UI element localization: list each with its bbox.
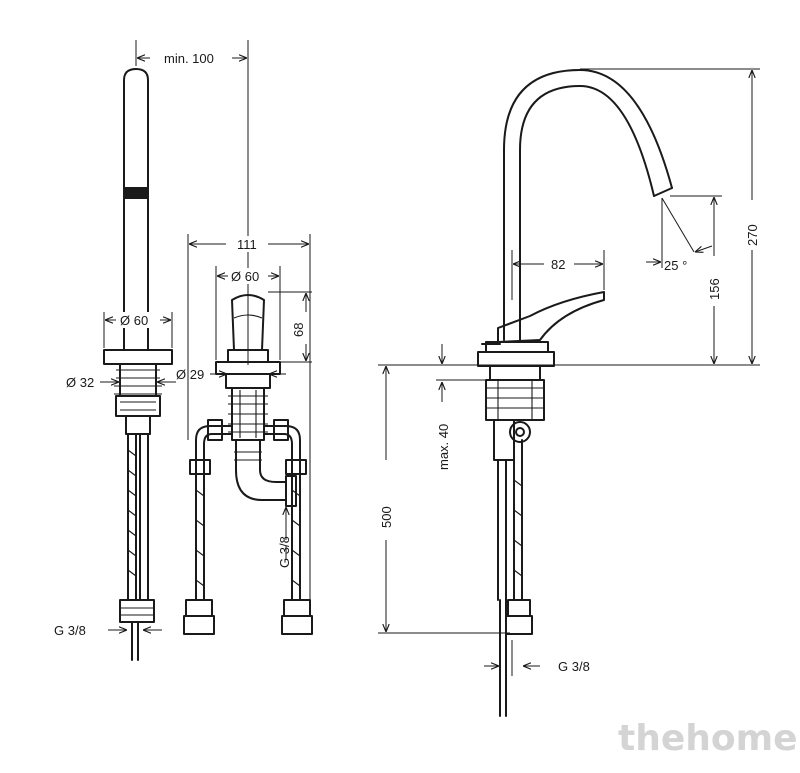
label-min-100: min. 100 (164, 51, 214, 66)
label-angle-25: 25 ° (664, 258, 687, 273)
label-g38-mid: G 3/8 (277, 536, 292, 568)
dimension-labels: min. 100 Ø 60 Ø 32 G 3/8 111 Ø 60 68 Ø 2… (54, 50, 760, 674)
middle-front-view (183, 234, 313, 635)
right-side-view (378, 68, 760, 717)
label-500: 500 (379, 506, 394, 528)
label-g38-left: G 3/8 (54, 623, 86, 638)
label-111: 111 (237, 237, 257, 252)
label-d32: Ø 32 (66, 375, 94, 390)
label-156: 156 (707, 278, 722, 300)
label-d29: Ø 29 (176, 367, 204, 382)
label-max-40: max. 40 (436, 424, 451, 470)
label-d60-left: Ø 60 (120, 313, 148, 328)
label-68: 68 (291, 323, 306, 337)
watermark-logo: thehome (618, 718, 798, 759)
label-g38-right: G 3/8 (558, 659, 590, 674)
label-270: 270 (745, 224, 760, 246)
label-82: 82 (551, 257, 565, 272)
label-d60-mid: Ø 60 (231, 269, 259, 284)
left-side-view (100, 40, 249, 661)
